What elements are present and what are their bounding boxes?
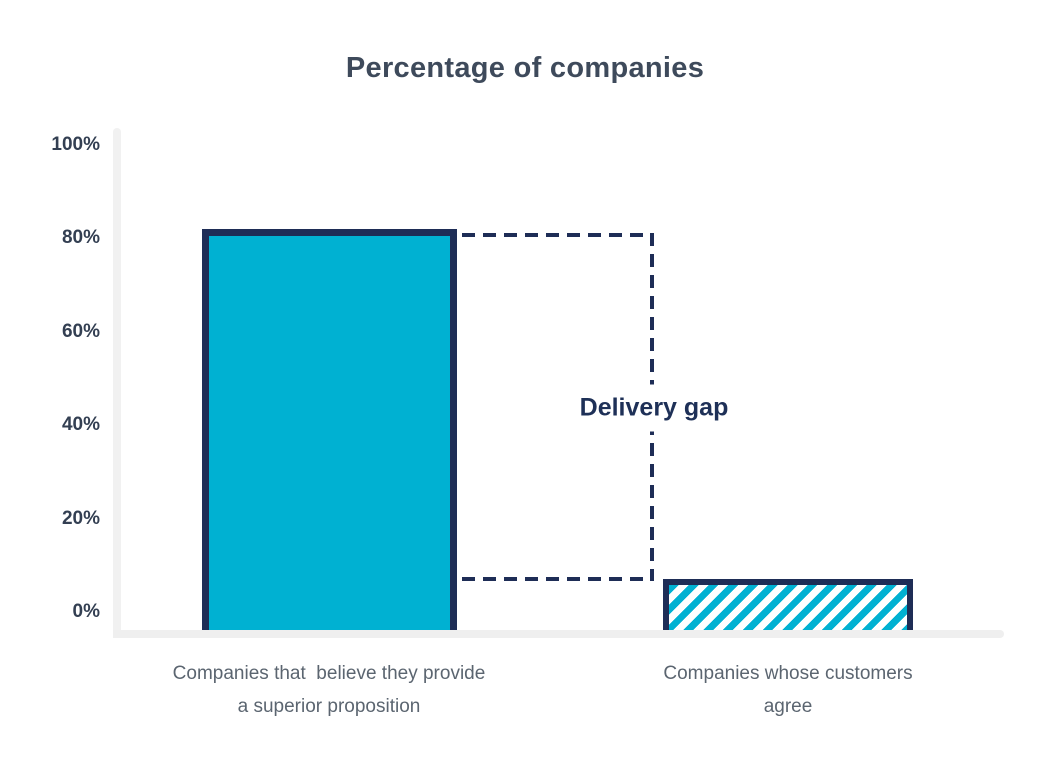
y-tick-label: 80%	[61, 227, 100, 249]
delivery-gap-dashed-line-top	[462, 233, 654, 237]
y-tick-label: 0%	[72, 601, 100, 622]
bar-companies-believe	[202, 229, 457, 630]
chart-title: Percentage of companies	[345, 52, 705, 84]
bar-customers-agree	[663, 579, 913, 630]
y-tick-label: 40%	[61, 414, 100, 436]
y-tick-label: 100%	[51, 134, 100, 155]
y-tick-label: 20%	[61, 507, 100, 529]
delivery-gap-label: Delivery gap	[567, 384, 741, 432]
y-axis-line	[113, 128, 121, 638]
delivery-gap-dashed-line-bottom	[462, 577, 650, 581]
y-tick-label: 60%	[61, 320, 100, 342]
category-label-agree: Companies whose customers agree	[663, 663, 918, 717]
category-label-believe: Companies that believe they provide a su…	[172, 663, 486, 717]
x-axis-line	[113, 630, 1004, 638]
